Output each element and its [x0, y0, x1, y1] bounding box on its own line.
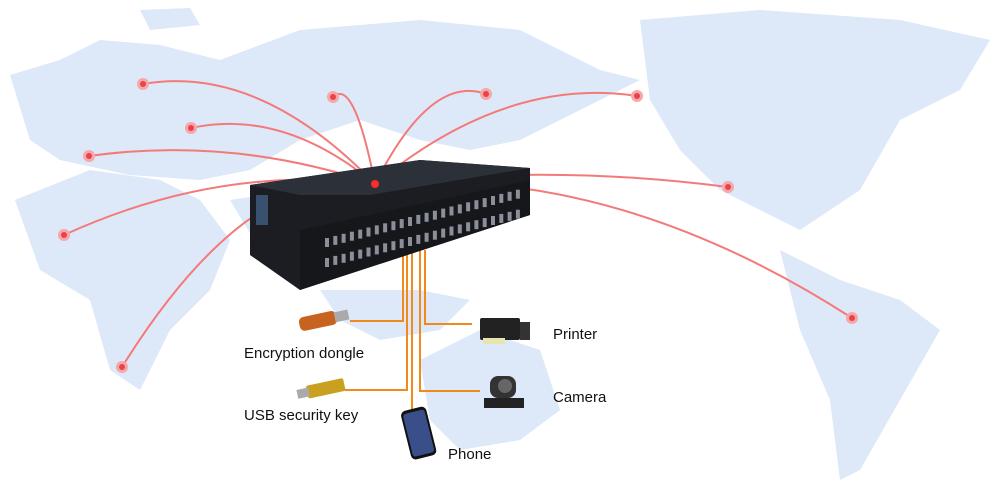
printer-icon: [480, 318, 530, 344]
usb-port: [507, 211, 512, 221]
network-link: [374, 89, 487, 185]
usb-port: [383, 243, 388, 253]
usb-port: [374, 225, 379, 235]
dongle-connection: [350, 250, 404, 322]
usb-port: [449, 206, 454, 216]
usb-port: [333, 235, 338, 245]
usb-port: [499, 213, 504, 223]
usb-port: [391, 241, 396, 251]
dongle-icon: [298, 309, 350, 331]
usb-port: [399, 239, 404, 249]
remote-nodes: [58, 78, 858, 373]
hub-node: [371, 180, 379, 188]
remote-node: [849, 315, 855, 321]
vent-grille: [256, 195, 268, 225]
network-link: [190, 122, 376, 185]
usb-port: [341, 233, 346, 243]
remote-node: [188, 125, 194, 131]
camera-icon: [484, 376, 524, 408]
usb-port: [333, 255, 338, 265]
usb-port: [474, 200, 479, 210]
remote-node: [140, 81, 146, 87]
usb-port: [482, 218, 487, 228]
label-encryption-dongle: Encryption dongle: [244, 345, 365, 362]
usb-key-icon: [296, 378, 346, 399]
usb-port: [457, 224, 462, 234]
usb-port: [424, 232, 429, 242]
printer-connection: [424, 250, 472, 325]
usb-port: [358, 229, 363, 239]
usb-port: [515, 209, 520, 219]
usb-port: [349, 231, 354, 241]
usb-hub-device: [250, 160, 530, 290]
camera-connection: [419, 250, 480, 392]
remote-node: [330, 94, 336, 100]
remote-node: [483, 91, 489, 97]
usb-port: [499, 193, 504, 203]
usb-port: [408, 217, 412, 226]
usb-port: [374, 245, 379, 255]
usb-port: [432, 230, 437, 240]
world-map: [10, 8, 990, 480]
usb-port: [416, 234, 421, 244]
remote-node: [119, 364, 125, 370]
label-camera: Camera: [553, 389, 607, 406]
usb-port: [416, 214, 421, 224]
usb-port: [408, 237, 412, 246]
usb-port: [383, 223, 388, 233]
usb-port: [399, 219, 404, 229]
usb-port: [325, 258, 329, 267]
usb-port: [349, 251, 354, 261]
usb-port: [515, 189, 520, 199]
usb-connections: [345, 250, 480, 410]
usb-port: [466, 202, 471, 212]
label-usb-security-key: USB security key: [244, 407, 359, 424]
usb-port: [358, 249, 363, 259]
network-link: [374, 91, 638, 185]
usb-port: [474, 220, 479, 230]
usb-port: [466, 222, 471, 232]
usb-port: [441, 208, 446, 218]
remote-node: [61, 232, 67, 238]
phone-icon: [401, 406, 437, 460]
usb-port: [457, 204, 462, 214]
usb-port: [424, 212, 429, 222]
label-phone: Phone: [448, 446, 492, 463]
usb-port: [491, 216, 495, 225]
usb-port: [449, 226, 454, 236]
usb-port: [507, 191, 512, 201]
remote-node: [634, 93, 640, 99]
network-link: [142, 80, 376, 185]
usb-port: [491, 196, 495, 205]
remote-node: [725, 184, 731, 190]
usb-port: [325, 238, 329, 247]
label-printer: Printer: [553, 326, 598, 343]
usb-port: [432, 210, 437, 220]
usb-port: [482, 198, 487, 208]
key-connection: [345, 250, 408, 391]
usb-port: [366, 227, 371, 237]
usb-port: [441, 228, 446, 238]
usb-port: [366, 247, 371, 257]
usb-port: [341, 253, 346, 263]
remote-node: [86, 153, 92, 159]
usb-port: [391, 221, 396, 231]
